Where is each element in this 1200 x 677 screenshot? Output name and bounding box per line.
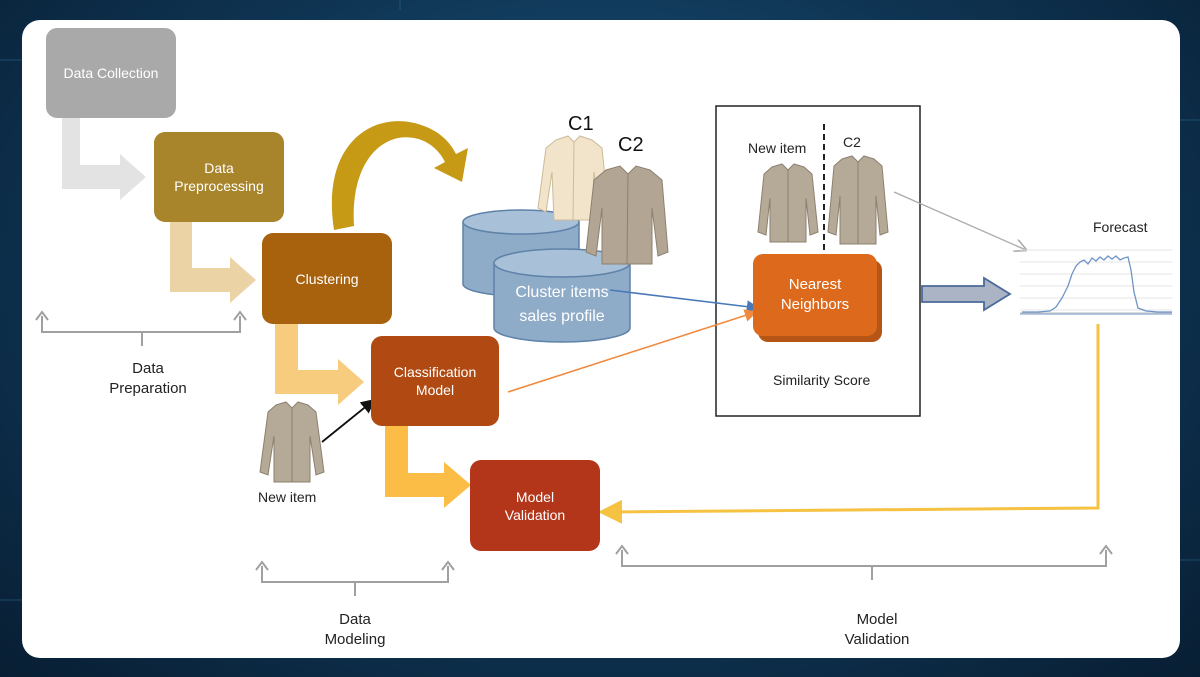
label-forecast: Forecast — [1093, 219, 1148, 235]
model-validation-box: Model Validation — [470, 460, 600, 551]
elbow-arrow-collection-to-preprocessing — [62, 118, 146, 200]
data-preprocessing-box: Data Preprocessing — [154, 132, 284, 222]
section-model-validation-line2: Validation — [844, 631, 910, 648]
section-data-preparation-line1: Data — [132, 360, 164, 377]
label-c2-small: C2 — [843, 134, 861, 150]
similarity-frame — [715, 105, 921, 417]
nearest-label-line1: Nearest — [788, 276, 842, 293]
block-arrow-to-forecast — [921, 276, 1012, 312]
classification-label-line1: Classification — [393, 364, 477, 380]
label-new-item-right: New item — [748, 140, 807, 156]
elbow-arrow-classification-to-validation — [385, 426, 471, 508]
classification-label-line2: Model — [415, 382, 455, 398]
classification-model-box: Classification Model — [371, 336, 499, 426]
label-similarity-score: Similarity Score — [773, 372, 871, 388]
arrow-clusters-to-nearest — [609, 289, 760, 314]
section-model-validation-line1: Model — [856, 611, 898, 628]
section-data-modeling-line1: Data — [339, 611, 371, 628]
data-preprocessing-label-line1: Data — [204, 160, 234, 176]
data-collection-box: Data Collection — [46, 28, 176, 118]
section-data-preparation-line2: Preparation — [109, 380, 187, 397]
section-data-modeling-line2: Modeling — [324, 631, 386, 648]
data-preprocessing-label-line2: Preprocessing — [174, 178, 264, 194]
elbow-arrow-clustering-to-classification — [275, 324, 364, 405]
shirt-new-item-right — [757, 163, 819, 243]
label-new-item-left: New item — [258, 489, 317, 505]
shirt-c2-small — [827, 155, 889, 245]
arrow-c2-to-forecast — [893, 191, 1026, 250]
clustering-box: Clustering — [262, 233, 392, 324]
curved-arrow-clustering-to-clusters — [331, 121, 468, 230]
data-collection-label: Data Collection — [63, 65, 159, 81]
arrow-forecast-to-validation — [598, 324, 1100, 524]
shirt-c2-large — [585, 165, 669, 265]
bracket-data-preparation — [35, 310, 247, 346]
label-c2-large: C2 — [618, 134, 644, 156]
arrow-classification-to-nearest — [507, 309, 758, 393]
diagram-card: Data Collection Data Preprocessing Clust… — [22, 20, 1180, 658]
bracket-data-modeling — [255, 560, 455, 596]
diagram-canvas — [35, 105, 1172, 596]
cluster-items-line1: Cluster items — [515, 284, 609, 301]
forecast-chart — [1020, 249, 1172, 315]
nearest-label-line2: Neighbors — [780, 296, 850, 313]
shirt-new-item-left — [259, 401, 325, 483]
cluster-items-line2: sales profile — [519, 308, 605, 325]
bracket-model-validation — [615, 544, 1113, 580]
section-data-modeling: Data Modeling — [305, 610, 405, 650]
elbow-arrow-preprocessing-to-clustering — [170, 222, 256, 303]
cluster-cylinder-front — [493, 248, 631, 343]
cluster-items-label: Cluster items sales profile — [500, 281, 624, 329]
nearest-neighbors-box: Nearest Neighbors — [753, 254, 877, 336]
section-data-preparation: Data Preparation — [92, 359, 204, 399]
arrow-new-item-to-classification — [321, 398, 376, 443]
section-model-validation: Model Validation — [822, 610, 932, 650]
model-validation-label-line2: Validation — [504, 506, 566, 523]
model-validation-label-line1: Model — [515, 488, 555, 505]
clustering-label: Clustering — [295, 270, 359, 287]
label-c1: C1 — [568, 113, 594, 135]
